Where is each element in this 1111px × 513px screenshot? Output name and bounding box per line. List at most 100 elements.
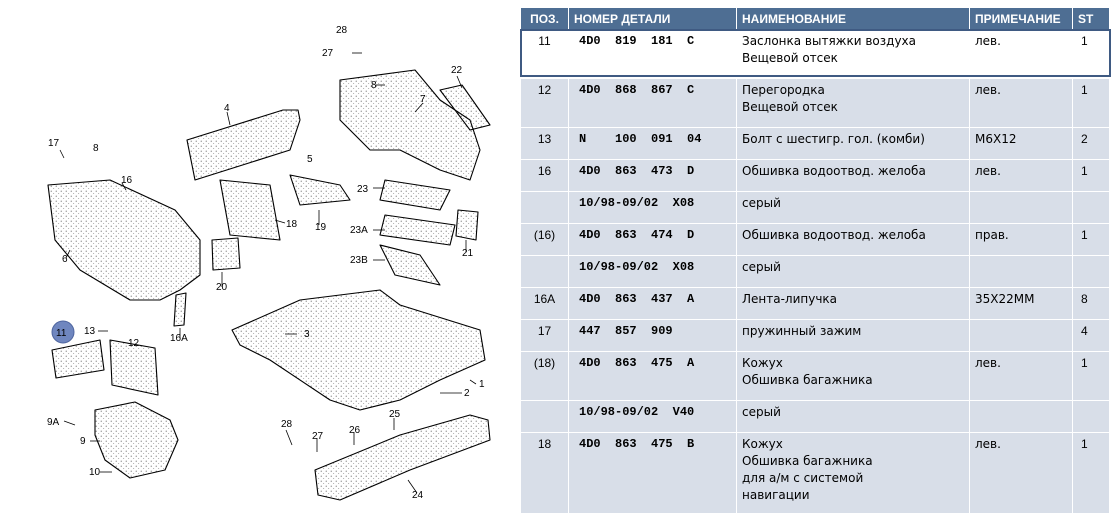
callout: 25 xyxy=(389,409,401,420)
callout: 13 xyxy=(84,326,96,337)
vent-19 xyxy=(289,174,351,206)
callout: 27 xyxy=(322,48,334,59)
cell-note: лев. xyxy=(970,30,1072,78)
cell-note: лев. xyxy=(970,160,1072,191)
strip-23b xyxy=(379,244,441,286)
cell-name-line: Вещевой отсек xyxy=(742,51,838,65)
cell-pos: 12 xyxy=(521,79,568,127)
parts-table-panel: ПОЗ. НОМЕР ДЕТАЛИ НАИМЕНОВАНИЕ ПРИМЕЧАНИ… xyxy=(520,7,1111,513)
table-header-row: ПОЗ. НОМЕР ДЕТАЛИ НАИМЕНОВАНИЕ ПРИМЕЧАНИ… xyxy=(521,8,1109,29)
cell-st: 1 xyxy=(1073,352,1109,400)
strip-23 xyxy=(379,179,451,211)
callout: 23 xyxy=(357,184,369,195)
cell-part-number: 10/98-09/02 X08 xyxy=(569,256,736,287)
cell-name: серый xyxy=(737,401,969,432)
table-row[interactable]: 10/98-09/02 X08 серый xyxy=(521,256,1109,287)
cell-pos: 16A xyxy=(521,288,568,319)
cell-name-line: Заслонка вытяжки воздуха xyxy=(742,34,916,48)
cell-note xyxy=(970,401,1072,432)
cell-name-line: пружинный зажим xyxy=(742,324,862,338)
callout: 12 xyxy=(128,338,140,349)
cell-pos: 11 xyxy=(521,30,568,78)
callout: 8 xyxy=(371,80,377,91)
tray-9 xyxy=(94,401,179,479)
frame-7 xyxy=(339,69,481,181)
highlight-marker-11[interactable] xyxy=(51,320,75,344)
cell-st: 1 xyxy=(1073,160,1109,191)
column-header-name[interactable]: НАИМЕНОВАНИЕ xyxy=(737,8,969,29)
cell-name-line: Кожух xyxy=(742,437,783,451)
cell-st: 1 xyxy=(1073,79,1109,127)
compartment-6 xyxy=(47,179,201,301)
callout: 26 xyxy=(349,425,361,436)
cell-note: M6X12 xyxy=(970,128,1072,159)
cell-st: 1 xyxy=(1073,224,1109,255)
callout: 28 xyxy=(336,25,348,36)
cell-name-line: Перегородка xyxy=(742,83,825,97)
cell-st: 4 xyxy=(1073,320,1109,351)
cell-name-line: Обшивка багажника xyxy=(742,454,873,468)
cell-pos: 17 xyxy=(521,320,568,351)
cell-pos xyxy=(521,192,568,223)
cell-name: пружинный зажим xyxy=(737,320,969,351)
cell-part-number: 4D0 863 475 A xyxy=(569,352,736,400)
cell-name-line: Обшивка водоотвод. желоба xyxy=(742,228,926,242)
cell-name-line: навигации xyxy=(742,488,810,502)
callout: 5 xyxy=(307,154,313,165)
cell-pos xyxy=(521,401,568,432)
partition-12 xyxy=(109,339,159,396)
column-header-number[interactable]: НОМЕР ДЕТАЛИ xyxy=(569,8,736,29)
column-header-pos[interactable]: ПОЗ. xyxy=(521,8,568,29)
cell-part-number: 4D0 863 437 A xyxy=(569,288,736,319)
callout: 28 xyxy=(281,419,293,430)
cell-name-line: для а/м с системой xyxy=(742,471,864,485)
callout: 9A xyxy=(47,417,60,428)
cell-name-line: Вещевой отсек xyxy=(742,100,838,114)
callout: 16 xyxy=(121,175,133,186)
cell-note xyxy=(970,192,1072,223)
strip-23a xyxy=(379,214,456,246)
callout: 18 xyxy=(286,219,298,230)
cell-name-line: серый xyxy=(742,260,781,274)
cell-part-number: 4D0 868 867 C xyxy=(569,79,736,127)
cell-st: 2 xyxy=(1073,128,1109,159)
cell-pos xyxy=(521,256,568,287)
cell-st xyxy=(1073,401,1109,432)
callout: 19 xyxy=(315,222,327,233)
cell-name-line: серый xyxy=(742,196,781,210)
cell-note xyxy=(970,256,1072,287)
column-header-note[interactable]: ПРИМЕЧАНИЕ xyxy=(970,8,1072,29)
panel-18 xyxy=(219,179,281,241)
cell-pos: (16) xyxy=(521,224,568,255)
cell-name-line: Обшивка багажника xyxy=(742,373,873,387)
callout: 2 xyxy=(464,388,470,399)
sill-24 xyxy=(314,414,491,501)
callout: 11 xyxy=(56,328,67,339)
cell-name: Обшивка водоотвод. желоба xyxy=(737,160,969,191)
cell-note: лев. xyxy=(970,433,1072,513)
callout: 4 xyxy=(224,103,230,114)
column-header-st[interactable]: ST xyxy=(1073,8,1109,29)
cell-note xyxy=(970,320,1072,351)
strip-16a xyxy=(173,292,187,327)
cell-pos: 13 xyxy=(521,128,568,159)
cell-pos: (18) xyxy=(521,352,568,400)
callout: 23B xyxy=(350,255,368,266)
cell-st: 1 xyxy=(1073,433,1109,513)
cell-pos: 16 xyxy=(521,160,568,191)
cell-st xyxy=(1073,256,1109,287)
cover-20 xyxy=(211,237,241,271)
